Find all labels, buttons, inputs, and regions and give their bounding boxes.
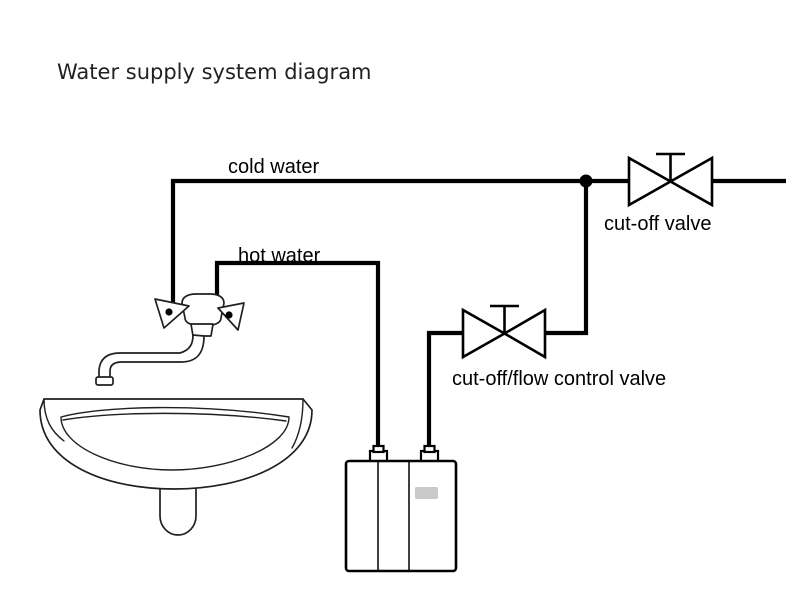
cold-water-label: cold water	[228, 156, 319, 178]
basin-right-edge	[291, 398, 304, 449]
heater-display-panel	[415, 487, 438, 499]
cut-off-valve[interactable]: cut-off valve	[604, 152, 714, 235]
faucet-spout	[98, 334, 205, 380]
basin-back-rim	[43, 398, 65, 442]
heater-hot-outlet-fitting	[368, 444, 389, 464]
page-title: Water supply system diagram	[57, 60, 372, 84]
faucet-hot-handle-dot	[225, 311, 233, 319]
cut-off-flow-control-valve-label: cut-off/flow control valve	[452, 368, 666, 390]
pipe-cold-main-left	[170, 178, 629, 306]
flow-valve-bowtie-left	[461, 307, 508, 360]
pipe-cold-branch-vertical	[545, 183, 589, 336]
basin-outer-bowl	[39, 398, 313, 490]
cut-off-valve-label: cut-off valve	[604, 213, 711, 235]
pipe-hot-water	[214, 260, 381, 452]
faucet-body	[181, 293, 225, 327]
wash-basin	[39, 398, 313, 536]
cut-off-flow-control-valve[interactable]: cut-off/flow control valve	[452, 304, 666, 390]
mixer-faucet	[95, 293, 245, 386]
pipe-network	[170, 174, 786, 452]
basin-inner-depth-line	[62, 412, 287, 422]
heater-cold-inlet-fitting	[419, 444, 440, 464]
faucet-aerator	[95, 376, 114, 386]
pipe-cold-branch-to-heater	[426, 330, 463, 452]
pipe-junction-dot	[579, 174, 593, 188]
valve-bowtie-left	[627, 155, 674, 208]
basin-inner-rim	[60, 406, 290, 471]
faucet-spout-collar	[190, 323, 214, 337]
water-heater[interactable]	[344, 444, 458, 573]
flow-valve-bowtie-right	[501, 307, 547, 360]
hot-water-label: hot water	[238, 245, 321, 267]
heater-body	[344, 459, 458, 573]
valve-bowtie-right	[667, 155, 714, 208]
faucet-cold-handle-dot	[165, 308, 173, 316]
